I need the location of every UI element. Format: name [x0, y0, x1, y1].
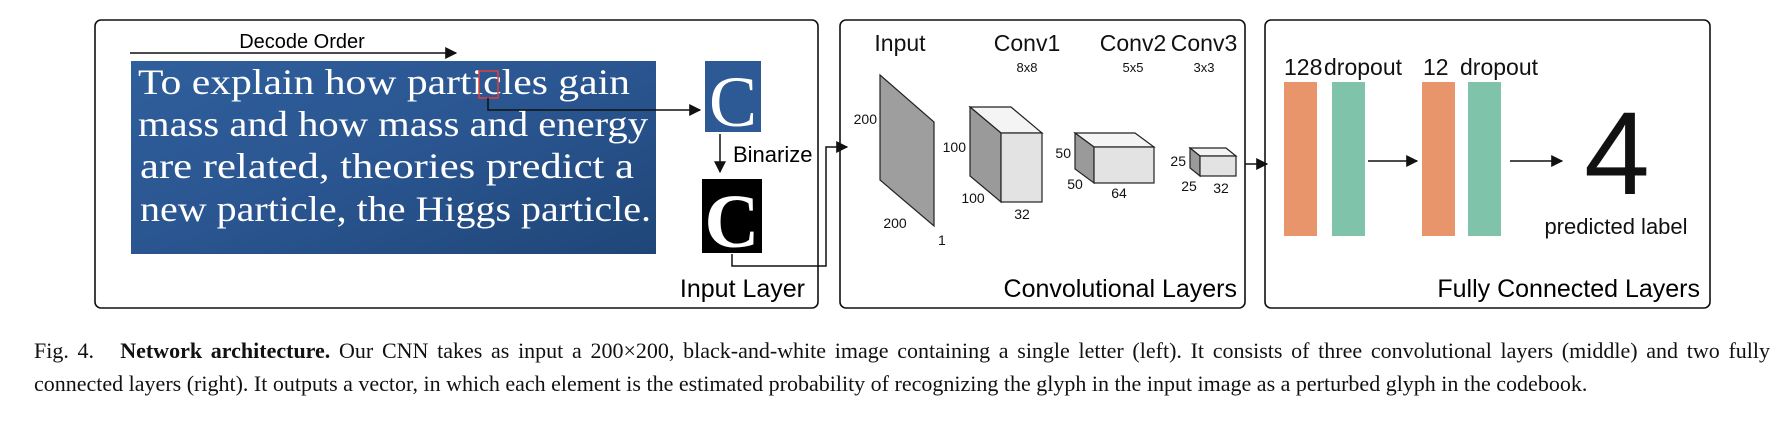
dropout2-label: dropout [1460, 54, 1539, 80]
input-slab [879, 73, 935, 228]
predicted-digit: 4 [1584, 88, 1650, 220]
fc1-units-label: 128 [1284, 54, 1322, 80]
input-layer-title: Input Layer [680, 275, 805, 303]
conv2-dim-w: 50 [1067, 176, 1083, 192]
binarize-label: Binarize [733, 142, 812, 167]
header-conv3: Conv3 [1171, 30, 1237, 56]
input-layer-panel: Decode Order To explain how particles ga… [94, 19, 849, 309]
conv3-cube [1188, 146, 1238, 178]
conv2-cube [1073, 131, 1156, 185]
dropout1-label: dropout [1324, 54, 1403, 80]
input-dim-d: 1 [938, 232, 946, 248]
conv1-cube [968, 105, 1044, 204]
figure-caption: Fig. 4. Network architecture. Our CNN ta… [34, 334, 1770, 400]
input-dim-h: 200 [854, 111, 878, 127]
fc-layers-title: Fully Connected Layers [1437, 275, 1700, 303]
binarized-glyph-letter: C [705, 180, 760, 264]
fc2-units-label: 12 [1423, 54, 1449, 80]
conv-layers-title: Convolutional Layers [1004, 275, 1237, 303]
decode-order-label: Decode Order [239, 31, 365, 53]
conv3-dim-w: 25 [1181, 178, 1197, 194]
cropped-glyph-letter: C [709, 62, 757, 142]
dropout2-layer [1468, 82, 1501, 236]
input-panel-border [94, 19, 819, 309]
predicted-label-text: predicted label [1544, 214, 1687, 239]
photo-text-line-4: new particle, the Higgs particle. [140, 189, 651, 229]
text-photo [131, 61, 656, 254]
fc-layers-panel: 128 dropout 12 dropout 4 predicted label… [1264, 19, 1711, 309]
cropped-glyph [705, 61, 761, 132]
kernel-conv1: 8x8 [1017, 60, 1038, 75]
conv1-dim-d: 32 [1014, 206, 1030, 222]
header-conv2: Conv2 [1100, 30, 1166, 56]
caption-prefix: Fig. 4. [34, 338, 95, 363]
dropout1-layer [1332, 82, 1365, 236]
conv2-dim-h: 50 [1055, 145, 1071, 161]
photo-text-line-3: are related, theories predict a [140, 146, 634, 186]
fc1-layer [1284, 82, 1317, 236]
caption-title: Network architecture. [120, 338, 331, 363]
photo-text-line-1: To explain how particles gain [138, 62, 630, 102]
conv3-dim-h: 25 [1170, 153, 1186, 169]
fc2-layer [1422, 82, 1455, 236]
input-to-conv-arrow [731, 141, 849, 267]
binarized-glyph [702, 179, 762, 253]
conv3-dim-d: 32 [1213, 180, 1229, 196]
header-conv1: Conv1 [994, 30, 1060, 56]
kernel-conv2: 5x5 [1123, 60, 1144, 75]
photo-text: To explain how particles gain mass and h… [138, 62, 651, 229]
conv-layers-panel: Input Conv1 8x8 Conv2 5x5 Conv3 3x3 200 … [839, 19, 1269, 309]
header-input: Input [874, 30, 926, 56]
kernel-conv3: 3x3 [1194, 60, 1215, 75]
input-dim-w: 200 [883, 215, 907, 231]
caption-body: Our CNN takes as input a 200×200, black-… [34, 338, 1770, 396]
crop-arrow [487, 98, 702, 116]
conv2-dim-d: 64 [1111, 185, 1127, 201]
fc-panel-border [1264, 19, 1711, 309]
conv1-dim-h: 100 [943, 139, 967, 155]
conv1-dim-w: 100 [961, 190, 985, 206]
